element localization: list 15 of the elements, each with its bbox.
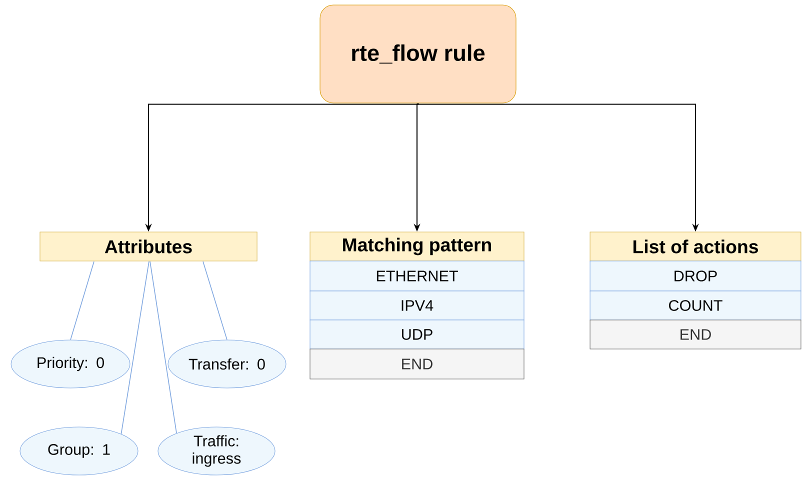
root-box: rte_flow rule bbox=[320, 4, 516, 104]
connector-line bbox=[120, 261, 150, 434]
table-row: IPV4 bbox=[310, 290, 524, 320]
table-header: Matching pattern bbox=[310, 232, 524, 262]
table-row: ETHERNET bbox=[310, 260, 524, 292]
table-row: DROP bbox=[590, 260, 802, 292]
table-header: Attributes bbox=[40, 232, 258, 262]
table-row: END bbox=[310, 348, 524, 380]
table-header: List of actions bbox=[590, 232, 802, 262]
connector-line bbox=[70, 261, 94, 340]
table-row: COUNT bbox=[590, 290, 802, 320]
connector-line bbox=[150, 261, 177, 434]
connector-line bbox=[202, 261, 228, 340]
table-row: UDP bbox=[310, 320, 524, 350]
table-row: END bbox=[590, 320, 802, 350]
